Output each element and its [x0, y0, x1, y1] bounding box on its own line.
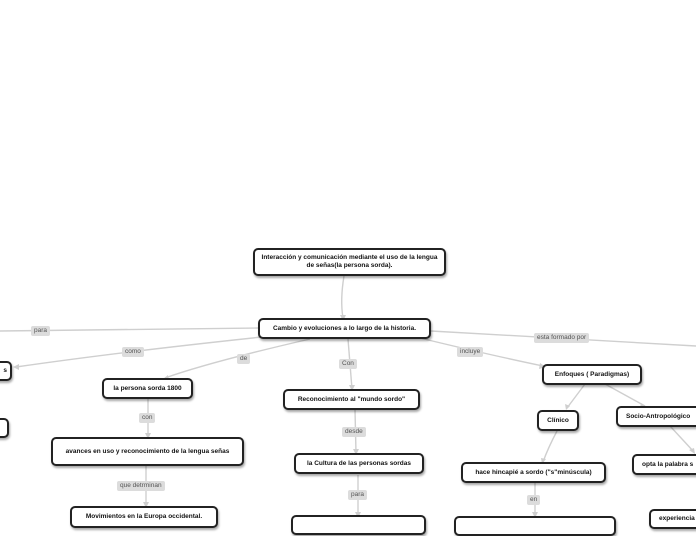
connector-enfoques-socio	[604, 383, 646, 407]
opta-text: opta la palabra s	[642, 460, 694, 468]
left-partial-node-s[interactable]: s	[0, 361, 12, 381]
persona-sorda-text: la persona sorda 1800	[113, 384, 182, 392]
arrowhead	[565, 404, 570, 410]
label-de: de	[237, 354, 251, 364]
connector-enfoques-clinico	[566, 383, 586, 409]
socio-antropologico-node[interactable]: Socio-Antropológico	[616, 406, 696, 427]
opta-node[interactable]: opta la palabra s	[632, 454, 696, 475]
connector-root-cambio	[341, 275, 345, 319]
arrowhead	[353, 449, 359, 455]
hincapie-node[interactable]: hace hincapié a sordo ("s"minúscula)	[461, 462, 606, 483]
reconocimiento-node[interactable]: Reconocimiento al "mundo sordo"	[283, 389, 420, 410]
cultura-text: la Cultura de las personas sordas	[306, 459, 412, 467]
label-con: con	[139, 413, 156, 423]
label-en: en	[527, 495, 541, 505]
arrowhead	[532, 512, 538, 518]
enfoques-text: Enfoques ( Paradigmas)	[554, 370, 630, 378]
label-con-capital: Con	[339, 359, 357, 369]
cultura-child-partial-node[interactable]	[291, 515, 426, 535]
movimientos-text: Movimientos en la Europa occidental.	[85, 513, 203, 520]
clinico-node[interactable]: Clínico	[537, 410, 579, 431]
label-incluye: incluye	[457, 347, 484, 357]
arrowhead	[689, 448, 695, 454]
cultura-node[interactable]: la Cultura de las personas sordas	[294, 453, 424, 474]
arrowhead	[145, 433, 151, 439]
connector-clinico-hincapie	[542, 430, 558, 463]
root-topic-node[interactable]: Interacción y comunicación mediante el u…	[253, 248, 446, 276]
connector-socio-opta	[669, 425, 695, 453]
clinico-text: Clínico	[547, 416, 569, 424]
label-para-bottom: para	[348, 490, 368, 500]
root-topic-text: Interacción y comunicación mediante el u…	[261, 254, 438, 269]
reconocimiento-text: Reconocimiento al "mundo sordo"	[297, 395, 406, 403]
label-como: como	[122, 347, 144, 357]
hincapie-text: hace hincapié a sordo ("s"minúscula)	[475, 468, 592, 476]
connector-lines	[0, 275, 696, 518]
hincapie-child-partial-node[interactable]	[454, 516, 616, 536]
cambio-node[interactable]: Cambio y evoluciones a lo largo de la hi…	[258, 318, 431, 339]
socio-antropologico-text: Socio-Antropológico	[626, 412, 691, 420]
cambio-text: Cambio y evoluciones a lo largo de la hi…	[272, 324, 417, 332]
enfoques-node[interactable]: Enfoques ( Paradigmas)	[542, 364, 642, 385]
arrowhead	[143, 502, 149, 508]
left-partial-node-text: s	[3, 367, 7, 374]
left-partial-node-lower[interactable]	[0, 418, 9, 438]
label-que-detrminan: que detrminan	[117, 481, 165, 491]
movimientos-node[interactable]: Movimientos en la Europa occidental.	[70, 506, 218, 528]
experiencia-node[interactable]: experiencia	[649, 509, 696, 529]
connector-cambio-enfoques	[419, 337, 544, 367]
label-desde: desde	[342, 427, 366, 437]
connector-cambio-persona-sorda	[164, 338, 311, 379]
arrowhead	[13, 364, 19, 370]
experiencia-text: experiencia	[659, 515, 695, 522]
label-para-top: para	[31, 326, 51, 336]
persona-sorda-node[interactable]: la persona sorda 1800	[102, 378, 193, 399]
avances-text: avances en uso y reconocimiento de la le…	[65, 447, 230, 455]
avances-node[interactable]: avances en uso y reconocimiento de la le…	[51, 437, 244, 466]
arrowhead	[349, 385, 355, 391]
label-esta-formado-por: esta formado por	[534, 333, 590, 343]
